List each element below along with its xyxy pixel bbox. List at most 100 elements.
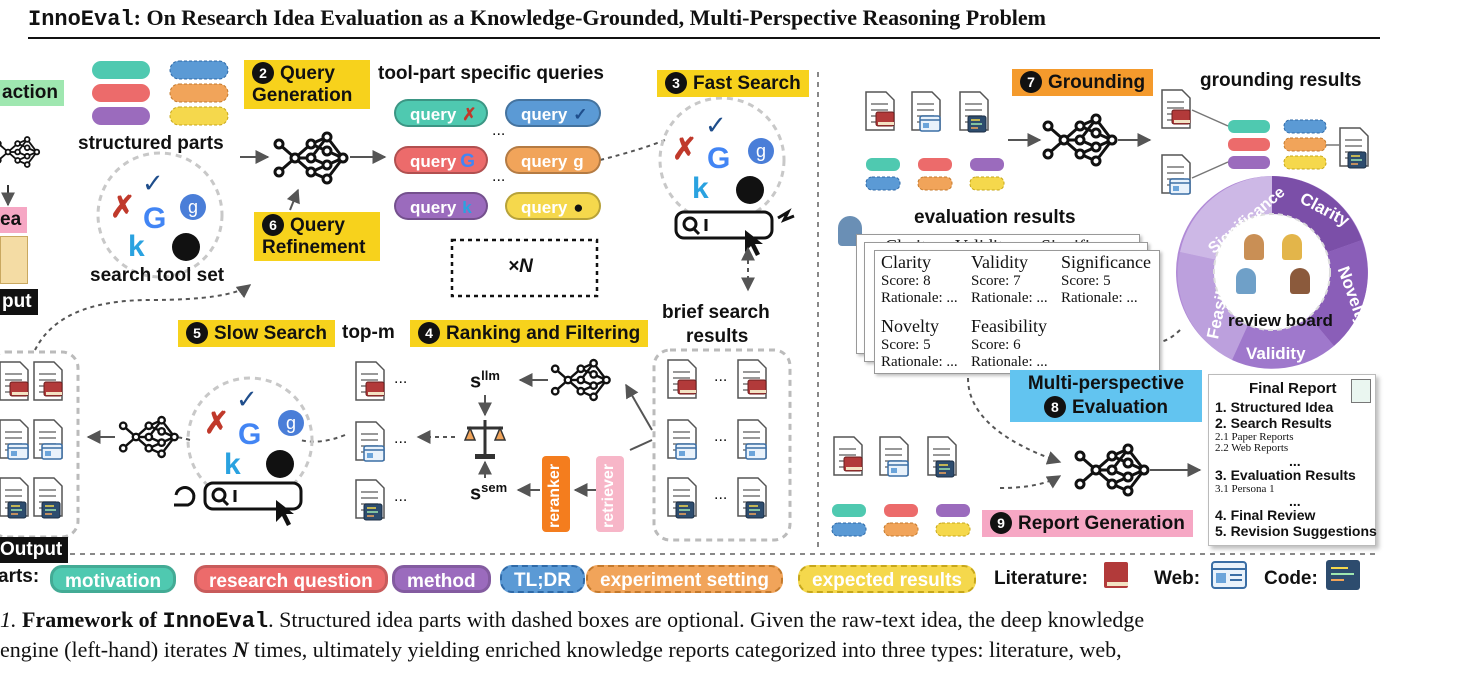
arrow-refinement-to-generator <box>286 188 300 211</box>
output-top-label: put <box>0 289 38 315</box>
step6-line2: Refinement <box>262 237 366 258</box>
arrow-top-m-to-slow-search <box>299 434 346 443</box>
google-scholar-icon: g <box>180 194 206 220</box>
step9-number: 9 <box>990 512 1012 534</box>
report-line-4: 4. Final Review <box>1215 507 1316 523</box>
gres-pill-yellow <box>1283 155 1327 170</box>
step8-number: 8 <box>1043 396 1066 418</box>
semantic-scholar-icon: ✓ <box>573 105 588 124</box>
legend-web-label: Web: <box>1154 568 1201 589</box>
arxiv-x-icon: ✗ <box>110 191 136 224</box>
legend-experiment-setting: experiment setting <box>586 565 783 593</box>
part-pill-red <box>92 84 150 102</box>
k-icon: k <box>462 198 472 217</box>
rg-pill-orange <box>883 522 919 537</box>
gres-pill-red <box>1228 138 1270 151</box>
step3-label: Fast Search <box>693 73 801 94</box>
rg-pill-yellow <box>935 522 971 537</box>
topm-ellipsis-2: ... <box>394 430 408 447</box>
brief-results-label-1: brief search <box>662 302 770 323</box>
step3-number: 3 <box>665 72 687 94</box>
step6-number: 6 <box>262 214 284 236</box>
slow-google-scholar-icon: g <box>278 410 304 436</box>
reviewer-avatar-icon-4 <box>1290 268 1310 294</box>
ground-pill-red <box>918 158 952 171</box>
github-icon: ● <box>573 198 584 217</box>
fast-arxiv-x-icon: ✗ <box>672 133 698 166</box>
retriever-block: retriever <box>596 456 624 532</box>
google-icon: G <box>143 202 167 235</box>
step-slow-search: 5 Slow Search <box>178 320 335 347</box>
step4-label: Ranking and Filtering <box>446 323 641 344</box>
ground-pill-blue <box>865 176 901 191</box>
k-icon: k <box>128 230 145 263</box>
step9-label: Report Generation <box>1018 513 1185 534</box>
arrow-output-to-refinement <box>34 284 252 351</box>
step7-label: Grounding <box>1048 72 1146 93</box>
fast-k-icon: k <box>692 172 709 205</box>
rg-pill-red <box>884 504 918 517</box>
idea-label: ea <box>0 207 28 233</box>
extraction-network-icon <box>0 136 41 168</box>
review-board-label: review board <box>1228 311 1333 330</box>
query-pill-2: query✓ <box>505 99 601 127</box>
s-sem-score: ssem <box>470 480 508 505</box>
query-ellipsis-2: ... <box>492 168 506 185</box>
fast-github-icon <box>736 176 764 204</box>
google-icon: G <box>460 151 476 172</box>
query-ellipsis-1: ... <box>492 122 506 139</box>
rg-pill-purple <box>936 504 970 517</box>
report-line-3a: 3.1 Persona 1 <box>1215 483 1275 495</box>
legend-motivation: motivation <box>50 565 177 593</box>
reviewer-avatar-icon-3 <box>1236 268 1256 294</box>
llm-ranker-network-icon <box>550 358 611 402</box>
ground-pill-teal <box>866 158 900 171</box>
report-generation-network-icon <box>1074 443 1150 497</box>
part-pill-teal <box>92 61 150 79</box>
arrow-board-to-evaluator <box>1159 329 1181 343</box>
gres-pill-orange <box>1283 137 1327 152</box>
report-line-2a: 2.1 Paper Reports <box>1215 431 1294 443</box>
query-pill-6: query● <box>505 192 601 220</box>
step5-label: Slow Search <box>214 323 327 344</box>
arrow-queries-to-fast-search <box>599 139 666 161</box>
step-fast-search: 3 Fast Search <box>657 70 809 97</box>
code-legend-icon <box>1326 560 1360 590</box>
grounding-results-label: grounding results <box>1200 70 1362 91</box>
step5-number: 5 <box>186 322 208 344</box>
step8-line1: Multi-perspective <box>1027 373 1185 394</box>
arrow-eval-to-report-gen <box>967 377 1062 465</box>
final-report-document: Final Report 1. Structured Idea 2. Searc… <box>1208 374 1377 546</box>
report-chart-icon <box>1351 379 1371 403</box>
gres-pill-blue <box>1283 119 1327 134</box>
literature-legend-icon <box>1104 562 1128 588</box>
reviewer-avatar-icon-1 <box>1244 234 1264 260</box>
slow-search-network-icon <box>118 415 179 459</box>
ground-pill-purple <box>970 158 1004 171</box>
legend-research-question: research question <box>194 565 388 593</box>
slow-search-circle <box>186 376 314 504</box>
query-pill-1: query✗ <box>394 99 488 127</box>
results-ellipsis-2: ... <box>714 428 728 445</box>
gres-pill-teal <box>1228 120 1270 133</box>
legend-code-label: Code: <box>1264 568 1318 589</box>
report-line-3: 3. Evaluation Results <box>1215 467 1356 483</box>
report-line-1: 1. Structured Idea <box>1215 399 1334 415</box>
legend-literature-label: Literature: <box>994 568 1088 589</box>
output-bottom-label: Output <box>0 537 69 563</box>
slow-k-icon: k <box>224 448 241 481</box>
brief-results-label-2: results <box>686 326 749 347</box>
report-dots-1: ... <box>1289 453 1301 469</box>
legend-expected-results: expected results <box>798 565 976 593</box>
legend-tldr: TL;DR <box>500 565 585 593</box>
step-report-generation: 9 Report Generation <box>982 510 1193 537</box>
figure-title: InnoEval: On Research Idea Evaluation as… <box>28 5 1046 32</box>
